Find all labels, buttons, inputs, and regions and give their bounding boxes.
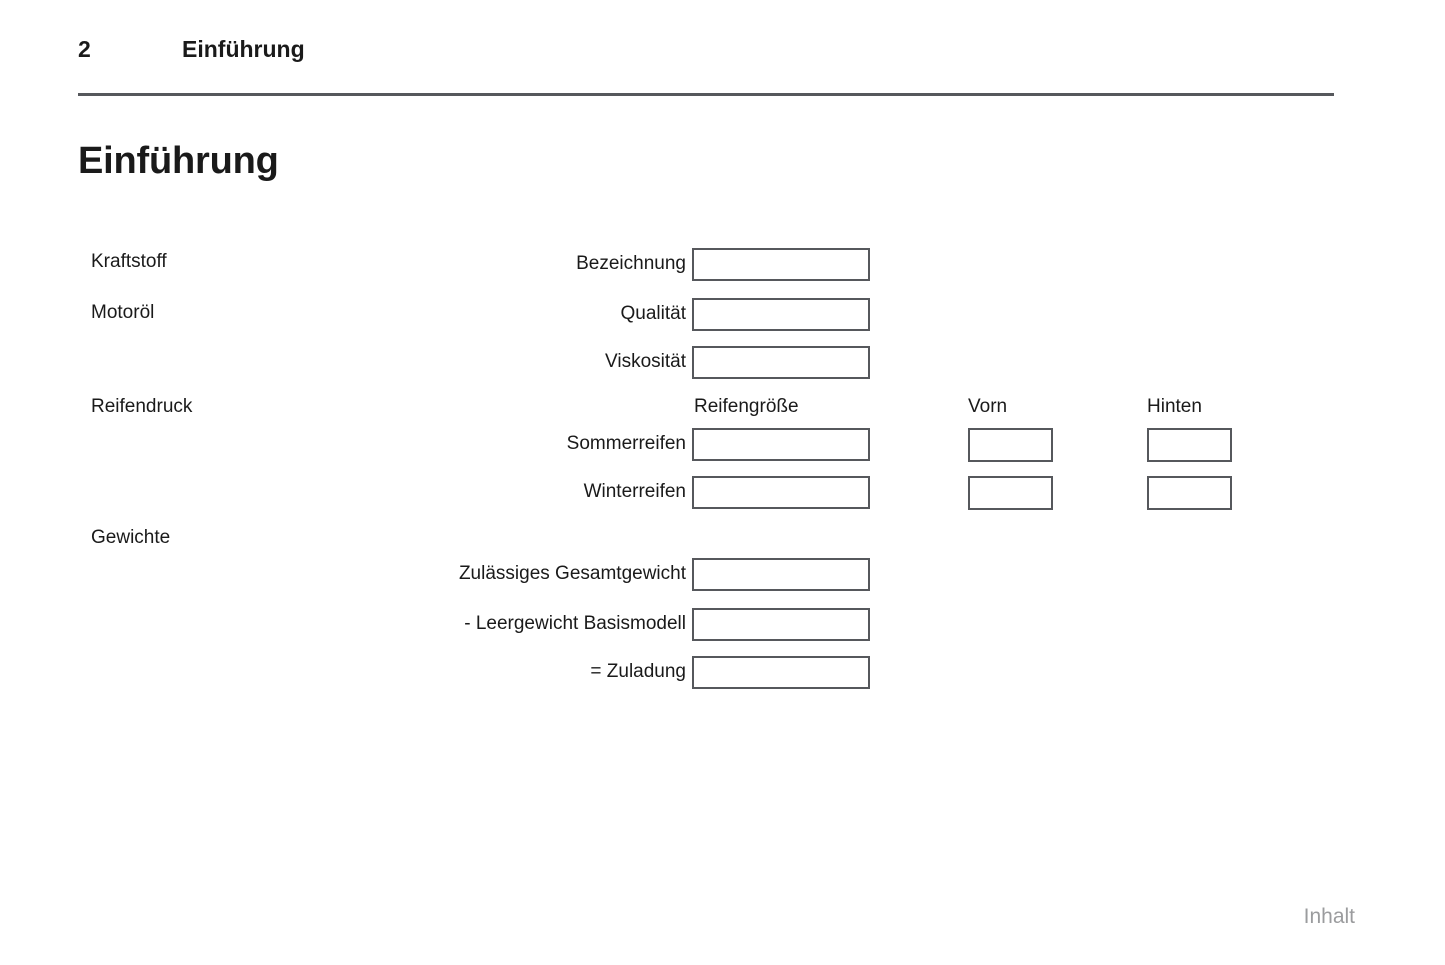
category-label: Reifendruck [91,396,193,417]
form-row: - Leergewicht Basismodell [0,607,692,641]
form-row-label: Winterreifen [583,481,686,502]
page-number: 2 [78,36,91,62]
input-box[interactable] [692,608,870,641]
form-row: Bezeichnung [0,247,692,281]
form-row: Sommerreifen [0,427,692,461]
chapter-name: Einführung [182,36,305,62]
input-box[interactable] [692,298,870,331]
form-row: Zulässiges Gesamtgewicht [0,557,692,591]
form-row-label: Viskosität [605,351,686,372]
form-row-label: Sommerreifen [566,433,686,454]
column-header-tyre-size: Reifengröße [694,396,799,417]
category-label: Kraftstoff [91,251,167,272]
input-box-front[interactable] [968,428,1053,462]
form-row: Qualität [0,297,692,331]
form-row: Viskosität [0,345,692,379]
running-header: 2 Einführung [78,36,1333,76]
input-box[interactable] [692,346,870,379]
input-box[interactable] [692,428,870,461]
header-divider [78,93,1334,96]
form-row-label: = Zuladung [590,661,686,682]
category-label: Gewichte [91,527,171,548]
input-box-rear[interactable] [1147,476,1232,510]
column-header-front: Vorn [968,396,1008,417]
form-row: = Zuladung [0,655,692,689]
input-box[interactable] [692,248,870,281]
form-row: Winterreifen [0,475,692,509]
form-row-label: - Leergewicht Basismodell [464,613,686,634]
form-row-label: Bezeichnung [576,253,686,274]
input-box-rear[interactable] [1147,428,1232,462]
input-box-front[interactable] [968,476,1053,510]
category-label: Motoröl [91,302,155,323]
column-header-rear: Hinten [1147,396,1202,417]
contents-link[interactable]: Inhalt [1303,905,1355,928]
form-row-label: Zulässiges Gesamtgewicht [458,563,686,584]
page-title: Einführung [78,140,279,183]
input-box[interactable] [692,476,870,509]
form-row-label: Qualität [620,303,686,324]
input-box[interactable] [692,656,870,689]
input-box[interactable] [692,558,870,591]
